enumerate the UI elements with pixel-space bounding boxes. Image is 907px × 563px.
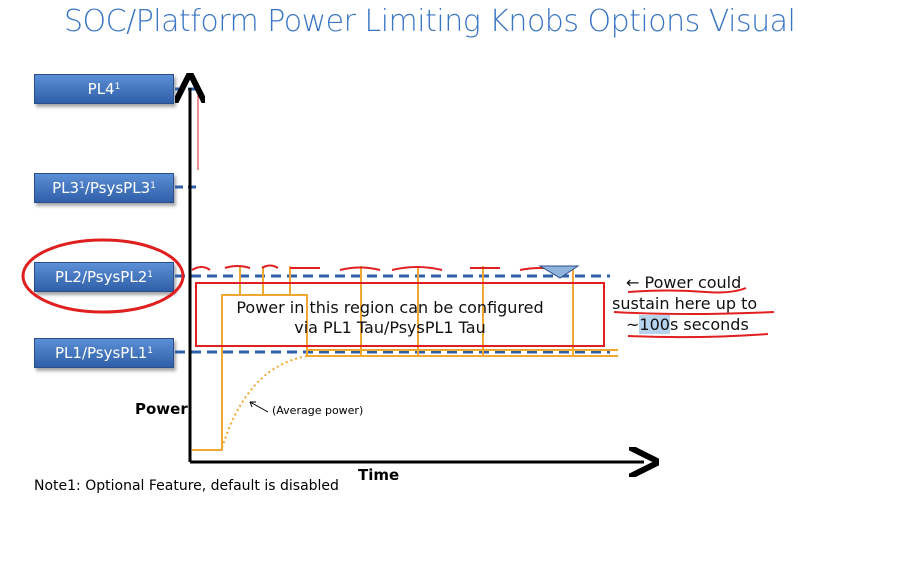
pl2-label: PL2/PsysPL2	[55, 268, 148, 286]
pl3-note-marker: 1	[79, 181, 85, 191]
average-power-arrow	[249, 401, 269, 413]
pl4-label: PL4	[87, 80, 115, 98]
pl2-scribble-annotation	[191, 264, 561, 271]
marker-triangle	[538, 265, 580, 279]
average-power-arrowhead	[249, 401, 256, 408]
sustain-underline-3	[627, 333, 769, 339]
power-trace	[192, 294, 618, 451]
sustain-note: ← Power could sustain here up to ~100s s…	[612, 272, 772, 336]
pl4-note-marker: 1	[114, 82, 121, 92]
region-text-line-2: via PL1 Tau/PsysPL1 Tau	[294, 318, 486, 337]
configurable-region-text: Power in this region can be configured v…	[200, 298, 580, 338]
pl2-circle-annotation	[21, 238, 185, 314]
pl3-psys-label: /PsysPL3	[84, 179, 151, 197]
x-axis-label: Time	[358, 466, 400, 484]
configurable-region-box	[195, 282, 605, 347]
page-title: SOC/Platform Power Limiting Knobs Option…	[64, 4, 796, 39]
pl2-note-marker: 1	[147, 270, 153, 280]
sustain-underline-2	[613, 311, 775, 315]
average-power-curve	[221, 355, 309, 449]
footnote: Note1: Optional Feature, default is disa…	[34, 478, 339, 494]
sustain-line-3: ~100s seconds	[612, 314, 772, 336]
sustain-suffix: s seconds	[669, 315, 749, 334]
region-text-line-1: Power in this region can be configured	[236, 298, 544, 317]
pl1-note-marker: 1	[147, 346, 153, 356]
y-axis-label: Power	[135, 400, 188, 418]
sustain-underline-1	[627, 287, 747, 294]
pl1-label: PL1/PsysPL1	[55, 344, 148, 362]
pl3-psys-note-marker: 1	[150, 181, 156, 191]
average-power-label: (Average power)	[272, 404, 364, 417]
sustain-line-1: ← Power could	[626, 273, 742, 292]
sustain-tilde: ~	[626, 315, 640, 334]
pl3-label: PL3	[52, 179, 80, 197]
sustain-line-2: sustain here up to	[612, 294, 758, 313]
sustain-highlight: 100	[639, 315, 670, 334]
